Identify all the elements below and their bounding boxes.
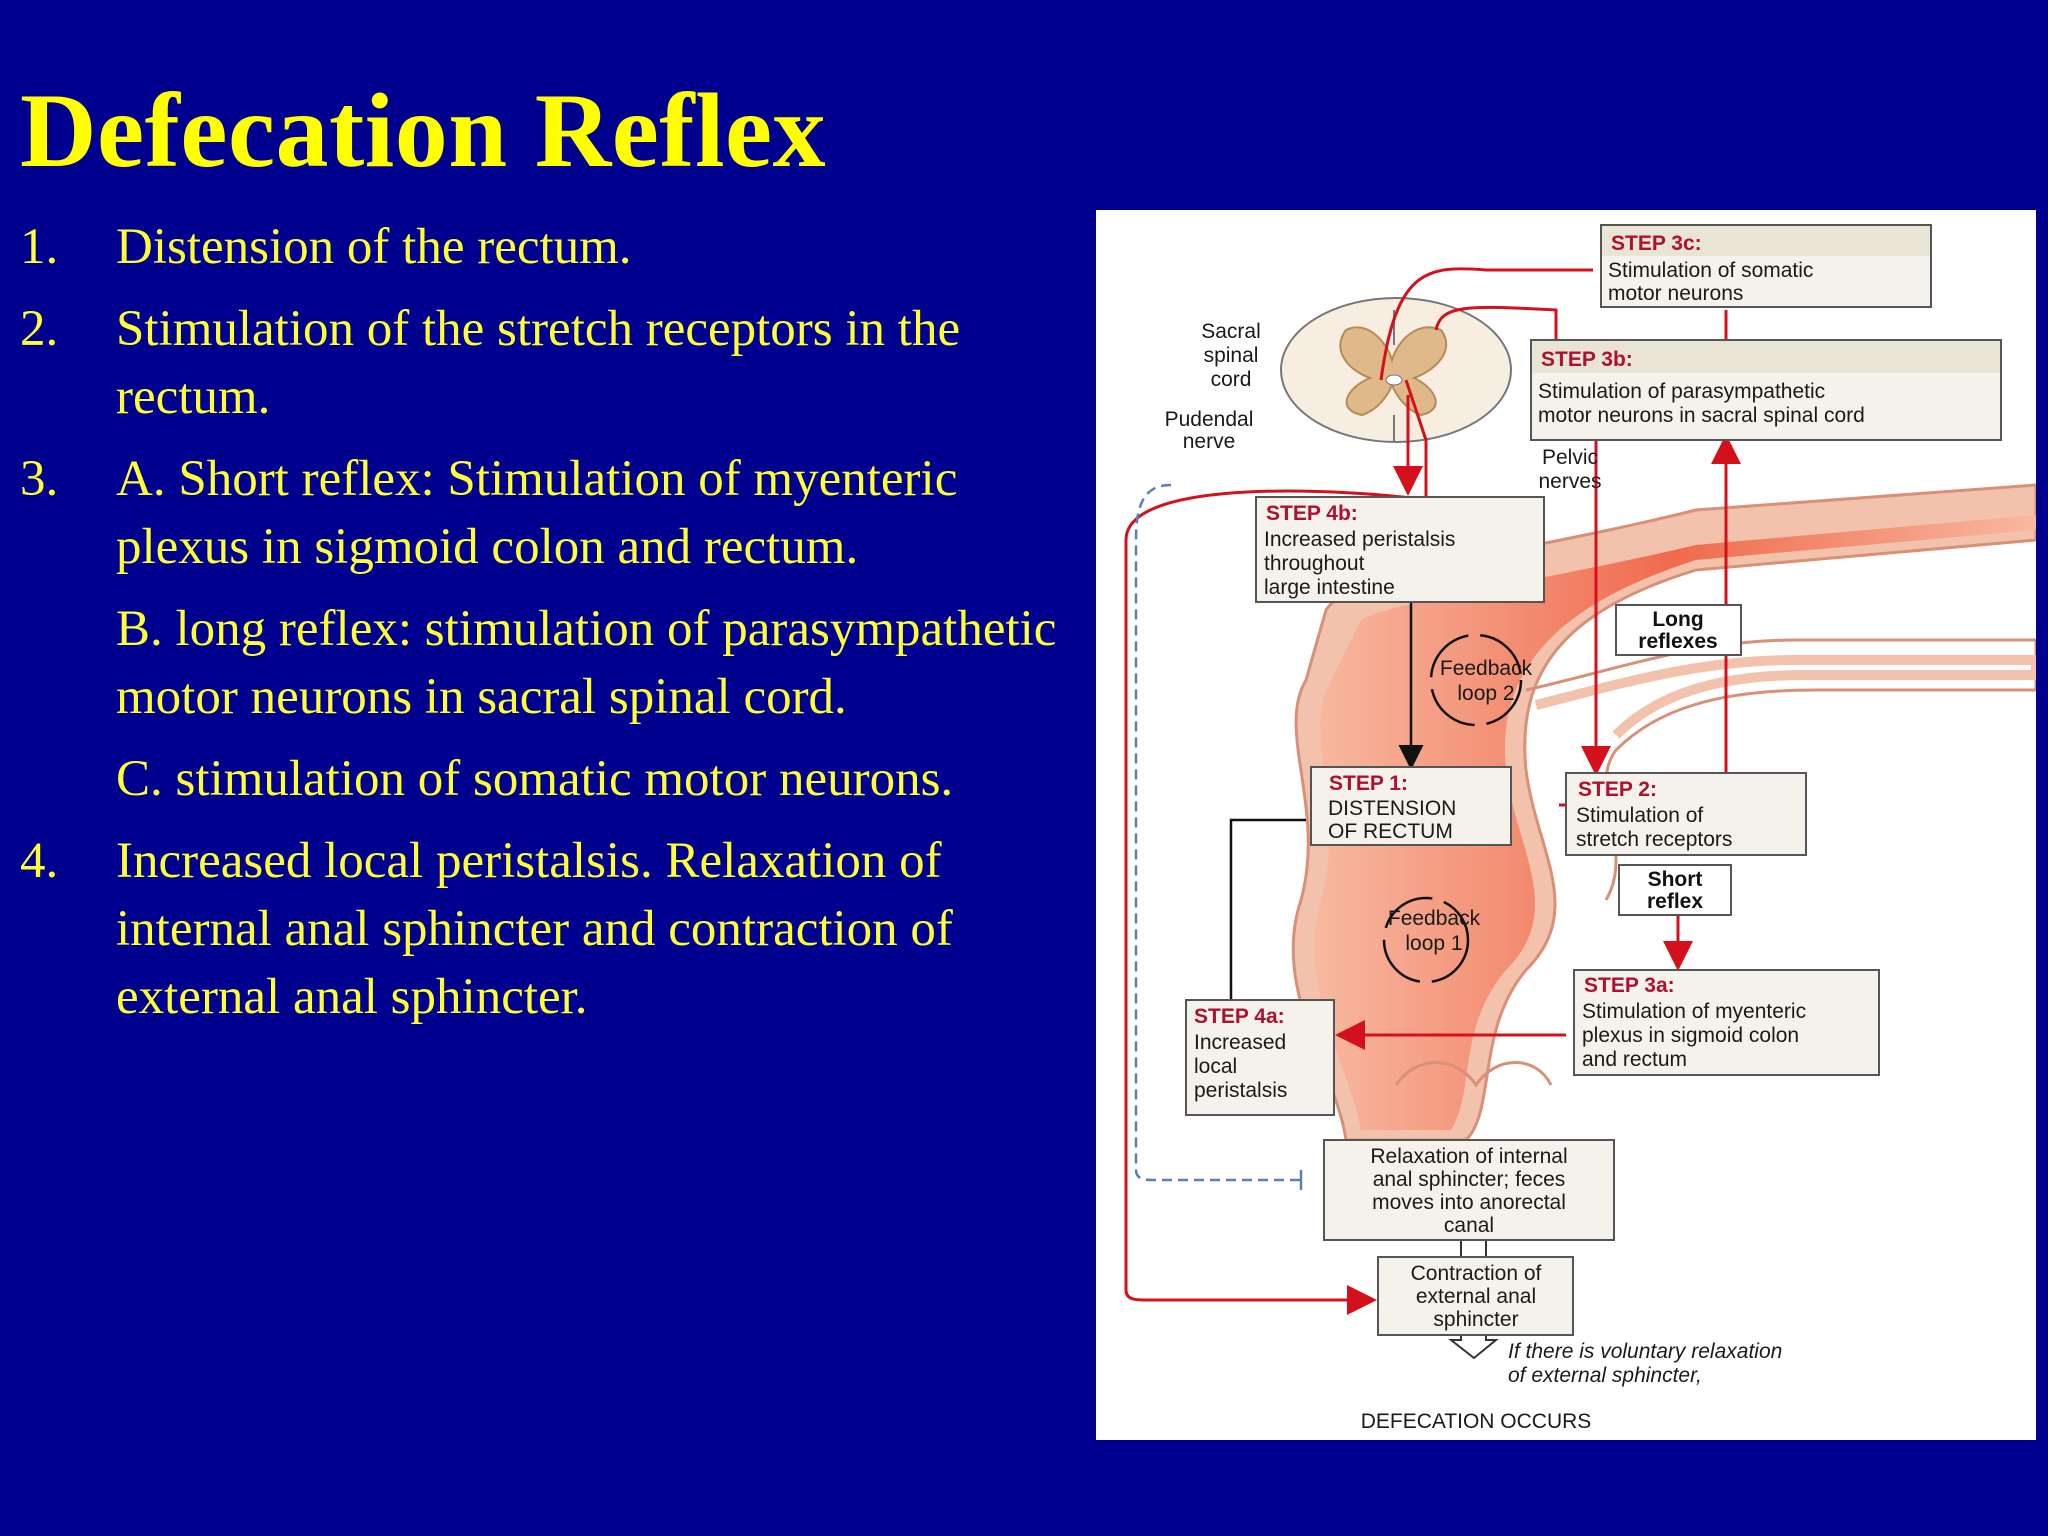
slide-title: Defecation Reflex [20, 72, 827, 189]
long-reflexes-line2: reflexes [1638, 630, 1717, 653]
short-reflex-line2: reflex [1647, 890, 1703, 913]
step-1-line2: OF RECTUM [1328, 820, 1453, 843]
contraction-line3: sphincter [1433, 1308, 1518, 1331]
step-4b-title: STEP 4b: [1266, 502, 1358, 525]
step-4a-box: STEP 4a: Increased local peristalsis [1185, 999, 1335, 1116]
step-1-title: STEP 1: [1329, 772, 1408, 795]
long-reflexes-box: Long reflexes [1615, 604, 1742, 656]
step-4a-line2: local [1194, 1055, 1237, 1078]
contraction-box: Contraction of external anal sphincter [1377, 1256, 1574, 1336]
step-3a-line1: Stimulation of myenteric [1582, 1000, 1806, 1023]
list-item: 3. A. Short reflex: Stimulation of myent… [20, 445, 1070, 581]
pudendal-label-2: nerve [1183, 430, 1236, 453]
list-subitem: C. stimulation of somatic motor neurons. [116, 751, 954, 807]
pelvic-label-2: nerves [1538, 470, 1601, 493]
step-2-box: STEP 2: Stimulation of stretch receptors [1565, 772, 1807, 856]
relaxation-line1: Relaxation of internal [1370, 1145, 1567, 1168]
list-item: 1. Distension of the rectum. [20, 213, 1070, 281]
sacral-label-3: cord [1211, 368, 1252, 391]
contraction-line1: Contraction of [1411, 1262, 1542, 1285]
step-3a-box: STEP 3a: Stimulation of myenteric plexus… [1573, 969, 1880, 1076]
long-reflexes-line1: Long [1652, 608, 1703, 631]
step-3c-line1: Stimulation of somatic [1608, 259, 1813, 282]
relaxation-line2: anal sphincter; feces [1373, 1168, 1566, 1191]
list-number: 2. [20, 301, 59, 357]
step-3a-line3: and rectum [1582, 1048, 1687, 1071]
sacral-label-2: spinal [1204, 344, 1259, 367]
list-item-text: Stimulation of the stretch receptors in … [116, 301, 961, 425]
step-2-line2: stretch receptors [1576, 828, 1732, 851]
contraction-line2: external anal [1416, 1285, 1536, 1308]
feedback-loop-2-label: Feedback loop 2 [1440, 657, 1533, 705]
defecation-occurs-label: DEFECATION OCCURS [1361, 1410, 1592, 1433]
step-3c-title: STEP 3c: [1611, 232, 1702, 255]
relaxation-line3: moves into anorectal [1372, 1191, 1566, 1214]
list-item-text: A. Short reflex: Stimulation of myenteri… [116, 451, 958, 575]
feedback2-line1: Feedback [1440, 657, 1533, 680]
feedback-loop-1-label: Feedback loop 1 [1388, 907, 1481, 955]
list-number: 3. [20, 451, 59, 507]
list-item-text: Increased local peristalsis. Relaxation … [116, 833, 953, 1025]
list-number: 1. [20, 219, 59, 275]
list-item-text: Distension of the rectum. [116, 219, 632, 275]
step-4b-line1: Increased peristalsis [1264, 528, 1455, 551]
step-2-line1: Stimulation of [1576, 804, 1703, 827]
step-1-box: STEP 1: DISTENSION OF RECTUM [1310, 766, 1512, 846]
relaxation-box: Relaxation of internal anal sphincter; f… [1323, 1139, 1615, 1241]
step-3a-title: STEP 3a: [1584, 974, 1675, 997]
short-reflex-line1: Short [1648, 868, 1703, 891]
sacral-label-1: Sacral [1201, 320, 1261, 343]
feedback2-line2: loop 2 [1457, 682, 1514, 705]
spinal-cord-illustration [1280, 297, 1512, 443]
diagram-svg: STEP 3c: Stimulation of somatic motor ne… [1124, 224, 2036, 1433]
pelvic-label-1: Pelvic [1542, 446, 1598, 469]
voluntary-line2: of external sphincter, [1508, 1364, 1702, 1387]
pudendal-label-1: Pudendal [1165, 408, 1254, 431]
defecation-reflex-diagram: STEP 3c: Stimulation of somatic motor ne… [1096, 210, 2036, 1440]
list-subitem: B. long reflex: stimulation of parasympa… [116, 601, 1057, 725]
spinal-labels: Sacral spinal cord Pudendal nerve Pelvic… [1165, 320, 1602, 493]
step-4b-box: STEP 4b: Increased peristalsis throughou… [1255, 496, 1545, 603]
step-3a-line2: plexus in sigmoid colon [1582, 1024, 1799, 1047]
list-number: 4. [20, 833, 59, 889]
step-2-title: STEP 2: [1578, 778, 1657, 801]
list-item: 2. Stimulation of the stretch receptors … [20, 295, 1070, 431]
step-4a-line3: peristalsis [1194, 1079, 1287, 1102]
step-3b-box: STEP 3b: Stimulation of parasympathetic … [1530, 339, 2002, 441]
step-4a-title: STEP 4a: [1194, 1005, 1285, 1028]
step-3c-box: STEP 3c: Stimulation of somatic motor ne… [1600, 224, 1932, 308]
step-3b-line2: motor neurons in sacral spinal cord [1538, 404, 1865, 427]
step-4b-line3: large intestine [1264, 576, 1395, 599]
step-4a-line1: Increased [1194, 1031, 1286, 1054]
step-3b-line1: Stimulation of parasympathetic [1538, 380, 1825, 403]
step-3b-title: STEP 3b: [1541, 348, 1633, 371]
step-1-line1: DISTENSION [1328, 797, 1456, 820]
step-3c-line2: motor neurons [1608, 282, 1743, 305]
step-4b-line2: throughout [1264, 552, 1365, 575]
voluntary-line1: If there is voluntary relaxation [1508, 1340, 1782, 1363]
list-item: 4. Increased local peristalsis. Relaxati… [20, 827, 1070, 1031]
feedback1-line2: loop 1 [1405, 932, 1462, 955]
short-reflex-box: Short reflex [1618, 864, 1732, 916]
bullet-list: 1. Distension of the rectum. 2. Stimulat… [20, 213, 1070, 1045]
feedback1-line1: Feedback [1388, 907, 1481, 930]
relaxation-line4: canal [1444, 1214, 1494, 1237]
